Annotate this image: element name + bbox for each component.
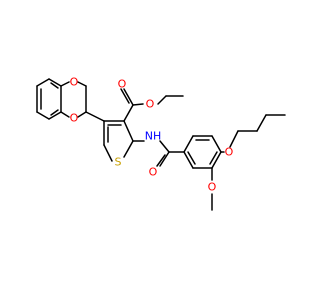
bond: [183, 151, 194, 169]
atom-o-amide-carbonyl: O: [149, 166, 158, 179]
atom-o-methoxy: O: [208, 181, 217, 194]
bond: [120, 88, 130, 104]
bond: [60, 111, 70, 118]
atom-o-ester-ether: O: [146, 98, 155, 111]
bond: [123, 88, 134, 106]
molecule-structure-diagram: O O O O S NH O O O: [36, 76, 286, 211]
atom-o-ester-carbonyl: O: [118, 78, 127, 91]
bond: [50, 109, 59, 116]
bond: [157, 95, 167, 105]
atom-nh-amide: NH: [145, 130, 162, 143]
bond: [48, 78, 62, 87]
atom-o-benzodioxane-top: O: [70, 76, 79, 89]
bond: [156, 154, 166, 167]
bond: [183, 135, 194, 153]
bond: [50, 82, 59, 89]
bond: [209, 151, 218, 165]
bond: [123, 104, 134, 122]
molecule-svg: O O O O S NH O O O: [36, 76, 286, 211]
bond: [60, 81, 70, 87]
bond: [77, 111, 87, 118]
bond: [211, 135, 222, 153]
bond: [187, 151, 196, 165]
bond: [159, 151, 170, 167]
atom-labels: O O O O S NH O O O: [70, 76, 234, 194]
bond: [36, 78, 50, 87]
atom-o-butoxy: O: [225, 146, 234, 159]
bond: [132, 103, 144, 106]
bond: [123, 140, 134, 158]
bond: [103, 144, 113, 162]
bond: [36, 111, 50, 120]
atom-o-benzodioxane-bottom: O: [70, 112, 79, 125]
atom-s-thiophene: S: [115, 156, 122, 169]
bond: [123, 120, 134, 142]
bond: [256, 114, 267, 132]
bond: [85, 111, 105, 122]
bond: [77, 81, 87, 87]
bond: [229, 130, 239, 148]
bond: [211, 151, 222, 169]
bond: [48, 111, 62, 120]
bond: [159, 140, 170, 153]
bonds: [36, 78, 286, 211]
